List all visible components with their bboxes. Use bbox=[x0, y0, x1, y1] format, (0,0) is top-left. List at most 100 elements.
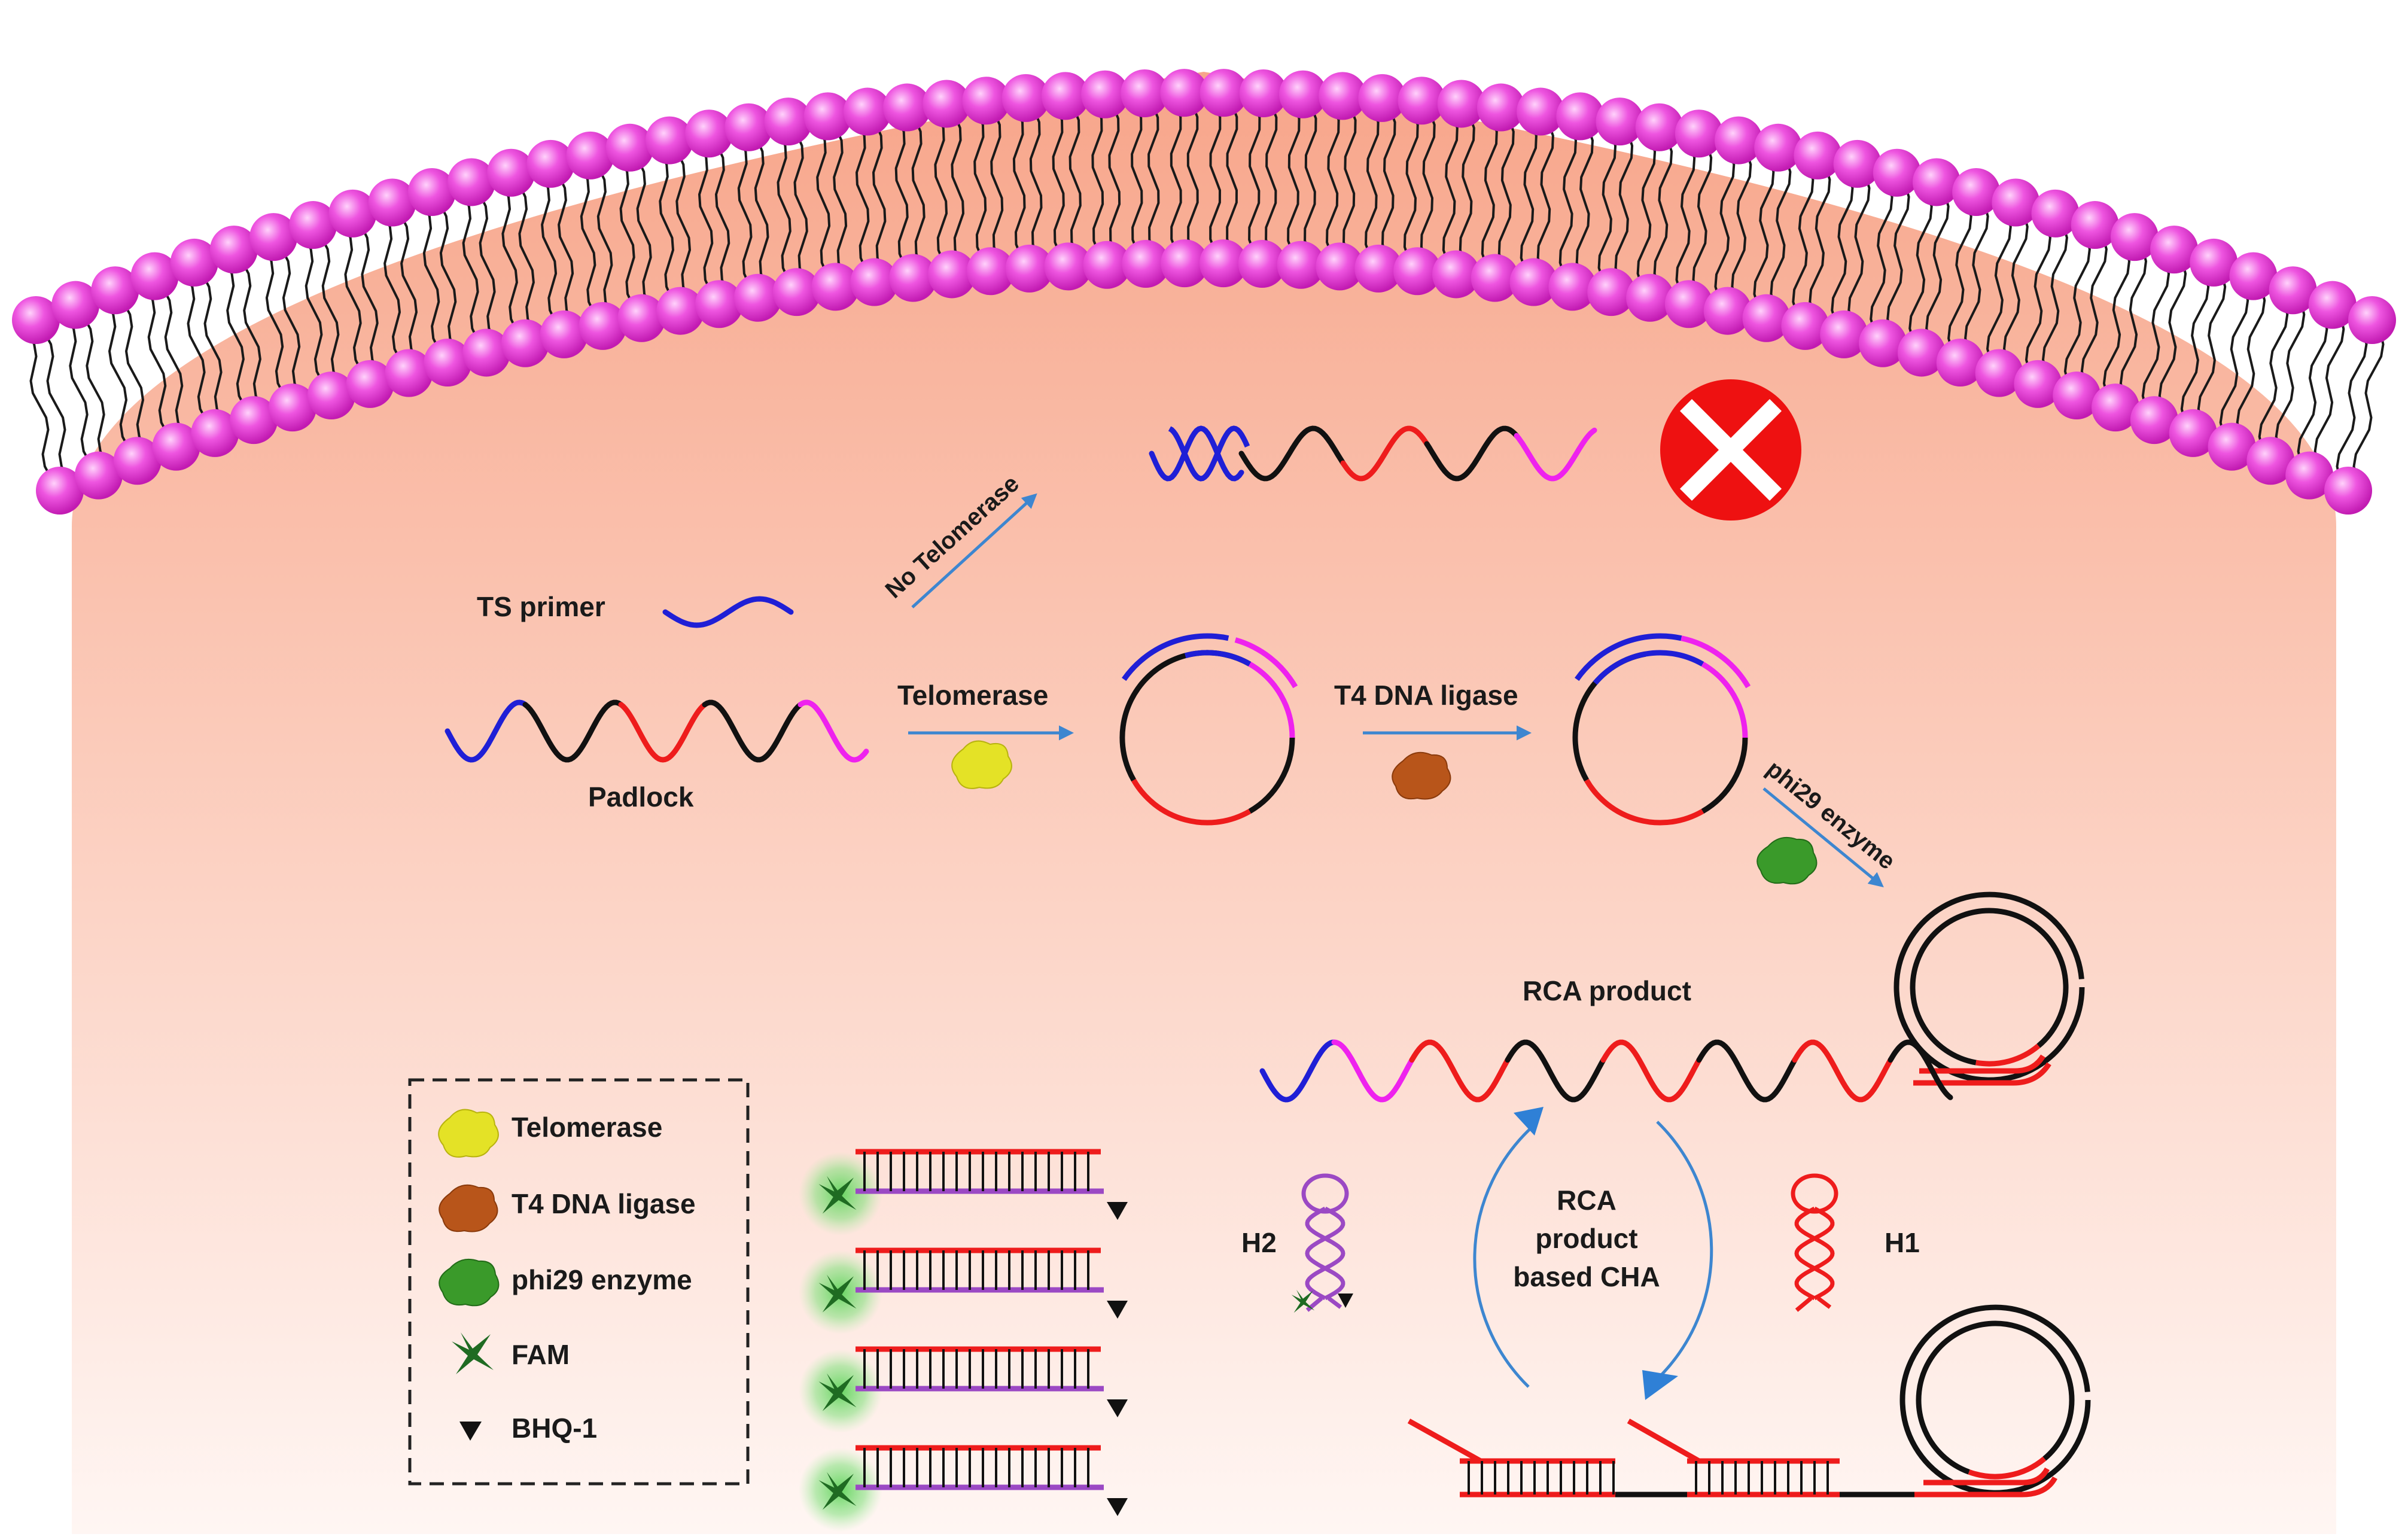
fam-icon bbox=[818, 1274, 857, 1313]
lipid-tail bbox=[1248, 105, 1261, 252]
lipid-tail bbox=[2119, 248, 2148, 396]
lipid-head bbox=[1742, 294, 1791, 342]
rca-product-segment bbox=[1505, 1039, 1606, 1103]
lipid-tail bbox=[1091, 105, 1104, 254]
lipid-head bbox=[1432, 250, 1480, 299]
lipid-tail bbox=[855, 123, 870, 271]
lipid-tail bbox=[439, 203, 458, 351]
lipid-head bbox=[1992, 178, 2040, 227]
lipid-tail bbox=[1675, 145, 1696, 293]
lipid-tail bbox=[2313, 316, 2345, 464]
lipid-head bbox=[1005, 244, 1054, 293]
lipid-tail bbox=[1692, 145, 1713, 293]
lipid-tail bbox=[43, 331, 69, 479]
lipid-tail bbox=[1886, 184, 1910, 332]
lipid-head bbox=[1626, 273, 1675, 322]
lipid-head bbox=[407, 168, 456, 217]
lipid-tail bbox=[833, 127, 848, 276]
lipid-tail bbox=[1614, 133, 1634, 281]
lipid-head bbox=[2092, 384, 2140, 432]
bhq-icon bbox=[1107, 1399, 1128, 1417]
lipid-head bbox=[1596, 98, 1644, 146]
lipid-head bbox=[540, 310, 588, 358]
lipid-tail bbox=[1170, 104, 1182, 252]
lipid-tail bbox=[2025, 225, 2051, 373]
lipid-head bbox=[1794, 131, 1842, 179]
lipid-head bbox=[1437, 80, 1485, 128]
lipid-head bbox=[1952, 168, 2001, 217]
lipid-head bbox=[1278, 70, 1327, 118]
lipid-tail bbox=[1186, 104, 1199, 252]
lipid-tail bbox=[1947, 203, 1972, 351]
lipid-head bbox=[811, 263, 860, 311]
lipid-head bbox=[307, 372, 355, 420]
lipid-tail bbox=[1052, 107, 1065, 255]
lipid-tail bbox=[360, 224, 380, 373]
lipid-tail bbox=[162, 287, 186, 436]
padlock-segment bbox=[797, 699, 869, 763]
lipid-head bbox=[695, 280, 744, 328]
lipid-head bbox=[850, 258, 899, 306]
fluorescent-duplex-probes bbox=[799, 1149, 1128, 1532]
lipid-head bbox=[1081, 70, 1130, 118]
lipid-tail bbox=[184, 273, 208, 422]
lipid-head bbox=[51, 281, 100, 329]
lipid-head bbox=[1122, 239, 1170, 288]
cycle-label-line2: product bbox=[1535, 1223, 1637, 1254]
lipid-tail bbox=[2141, 261, 2170, 409]
lipid-head bbox=[2110, 213, 2159, 261]
lipid-tail bbox=[777, 133, 791, 281]
lipid-tail bbox=[636, 159, 652, 307]
lipid-head bbox=[191, 409, 239, 457]
lipid-tail bbox=[1342, 107, 1357, 255]
lipid-tail bbox=[990, 112, 1004, 260]
phi29-enzyme-icon bbox=[1756, 837, 1818, 885]
rca-product-segment bbox=[1792, 1039, 1893, 1103]
lipid-head bbox=[1319, 72, 1367, 120]
lipid-head bbox=[1820, 310, 1868, 358]
lipid-tail bbox=[2002, 214, 2029, 362]
lipid-tail bbox=[1770, 159, 1792, 307]
lipid-tail bbox=[1714, 152, 1736, 300]
lipid-tail bbox=[1012, 109, 1026, 257]
lipid-head bbox=[1936, 339, 1984, 387]
top-blue-segment bbox=[1149, 425, 1244, 482]
cha-cycle-left-arrow bbox=[1473, 1124, 1536, 1388]
lipid-tail bbox=[145, 287, 169, 436]
lipid-tail bbox=[399, 214, 419, 362]
lipid-tail bbox=[1558, 127, 1578, 276]
lipid-tail bbox=[1731, 152, 1752, 300]
cha-cycle-right-arrow bbox=[1656, 1121, 1713, 1377]
lipid-tail bbox=[281, 248, 302, 397]
membrane-inner-leaflet bbox=[36, 239, 2372, 515]
lipid-head bbox=[1509, 258, 1558, 306]
lipid-head bbox=[209, 226, 258, 274]
lipid-tail bbox=[382, 214, 402, 362]
lipid-head bbox=[843, 87, 891, 136]
lipid-tail bbox=[1597, 133, 1617, 281]
lipid-head bbox=[1548, 263, 1597, 311]
lipid-head bbox=[268, 384, 316, 432]
rca-product-strand bbox=[1259, 1039, 1953, 1103]
lipid-head bbox=[962, 77, 1010, 125]
lipid-tail bbox=[2336, 331, 2368, 479]
membrane-outer-leaflet bbox=[12, 69, 2396, 344]
lipid-tail bbox=[1209, 104, 1222, 252]
fam-icon bbox=[818, 1176, 857, 1214]
padlock-segment bbox=[618, 702, 708, 763]
lipid-tail bbox=[1792, 167, 1815, 315]
lipid-tail bbox=[2180, 274, 2210, 422]
lipid-tail bbox=[1831, 175, 1854, 323]
lipid-head bbox=[2348, 296, 2396, 344]
lipid-head bbox=[724, 103, 773, 151]
legend-fam-label: FAM bbox=[512, 1339, 570, 1370]
lipid-tail bbox=[1459, 115, 1475, 263]
ts-primer-label: TS primer bbox=[477, 591, 605, 622]
lipid-tail bbox=[1287, 106, 1301, 254]
lipid-tail bbox=[2236, 288, 2266, 436]
legend-phi29-label: phi29 enzyme bbox=[512, 1264, 692, 1295]
h2-fam-icon bbox=[1291, 1289, 1315, 1313]
lipid-head bbox=[1912, 158, 1961, 206]
lipid-head bbox=[2208, 422, 2256, 471]
lipid-tail bbox=[1653, 139, 1673, 287]
